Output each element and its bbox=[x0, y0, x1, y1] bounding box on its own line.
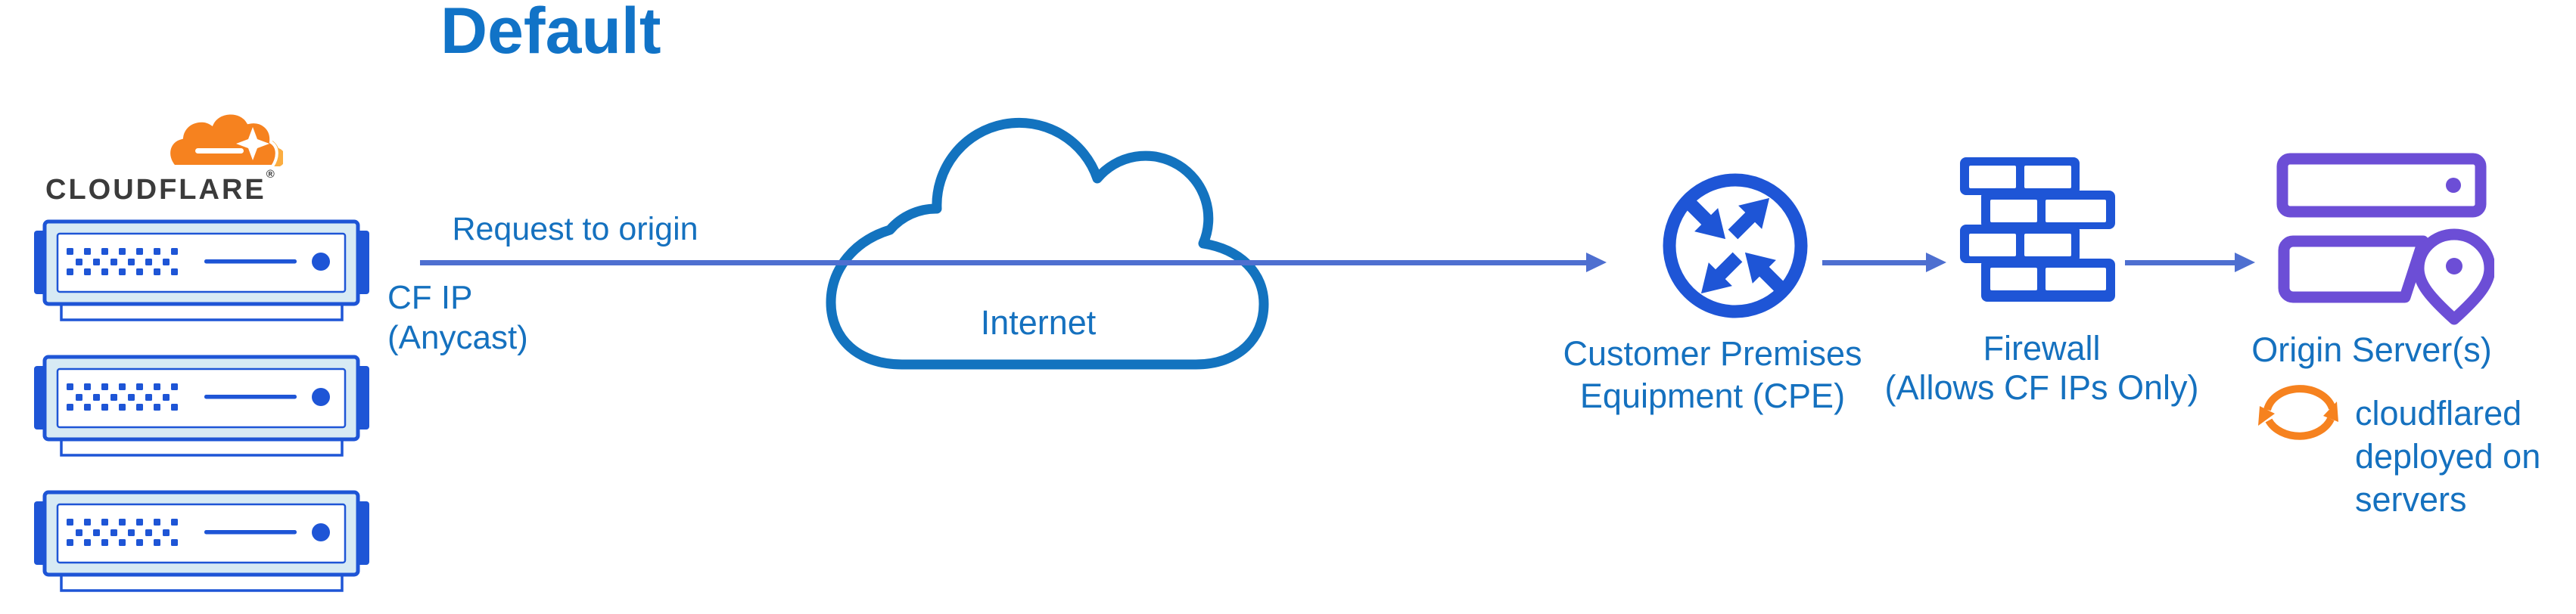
cloudflare-server-icon-1 bbox=[34, 219, 369, 325]
cpe-label-line2: Equipment (CPE) bbox=[1579, 376, 1846, 415]
cpe-label-line1: Customer Premises bbox=[1563, 334, 1862, 373]
cf-ip-line2: (Anycast) bbox=[387, 318, 528, 356]
firewall-label: Firewall (Allows CF IPs Only) bbox=[1881, 329, 2203, 408]
cloudflare-logo-icon bbox=[167, 111, 283, 168]
cloudflared-note-line1: cloudflared bbox=[2355, 394, 2522, 433]
cpe-to-firewall-arrow-line bbox=[1822, 260, 1926, 265]
request-to-origin-label: Request to origin bbox=[452, 211, 698, 247]
cloudflared-sync-icon bbox=[2258, 385, 2338, 440]
request-arrow-line bbox=[420, 260, 1586, 265]
cf-ip-anycast-label: CF IP (Anycast) bbox=[387, 278, 528, 358]
firewall-to-origin-arrow-head-icon bbox=[2235, 253, 2255, 272]
cpe-router-icon bbox=[1663, 173, 1808, 318]
cpe-to-firewall-arrow-head-icon bbox=[1926, 253, 1946, 272]
firewall-icon bbox=[1960, 157, 2115, 302]
page-title: Default bbox=[440, 0, 661, 67]
cloudflare-wordmark: CLOUDFLARE® bbox=[45, 168, 303, 206]
cf-ip-line1: CF IP bbox=[387, 279, 473, 316]
internet-label: Internet bbox=[980, 303, 1097, 342]
registered-mark: ® bbox=[266, 168, 275, 181]
origin-servers-label: Origin Server(s) bbox=[2251, 330, 2492, 369]
firewall-label-line2: (Allows CF IPs Only) bbox=[1884, 368, 2199, 408]
cpe-label: Customer Premises Equipment (CPE) bbox=[1561, 333, 1864, 417]
cloudflared-note-line3: servers bbox=[2355, 480, 2467, 519]
firewall-to-origin-arrow-line bbox=[2125, 260, 2235, 265]
cloudflared-note-line2: deployed on bbox=[2355, 437, 2541, 476]
cloudflare-wordmark-text: CLOUDFLARE bbox=[45, 174, 266, 206]
cloudflare-server-icon-2 bbox=[34, 355, 369, 460]
cloudflare-server-icon-3 bbox=[34, 490, 369, 596]
cloudflared-note-label: cloudflared deployed on servers bbox=[2355, 392, 2540, 521]
request-arrow-head-icon bbox=[1586, 253, 1607, 272]
origin-servers-icon bbox=[2276, 153, 2494, 325]
firewall-label-line1: Firewall bbox=[1983, 329, 2101, 367]
